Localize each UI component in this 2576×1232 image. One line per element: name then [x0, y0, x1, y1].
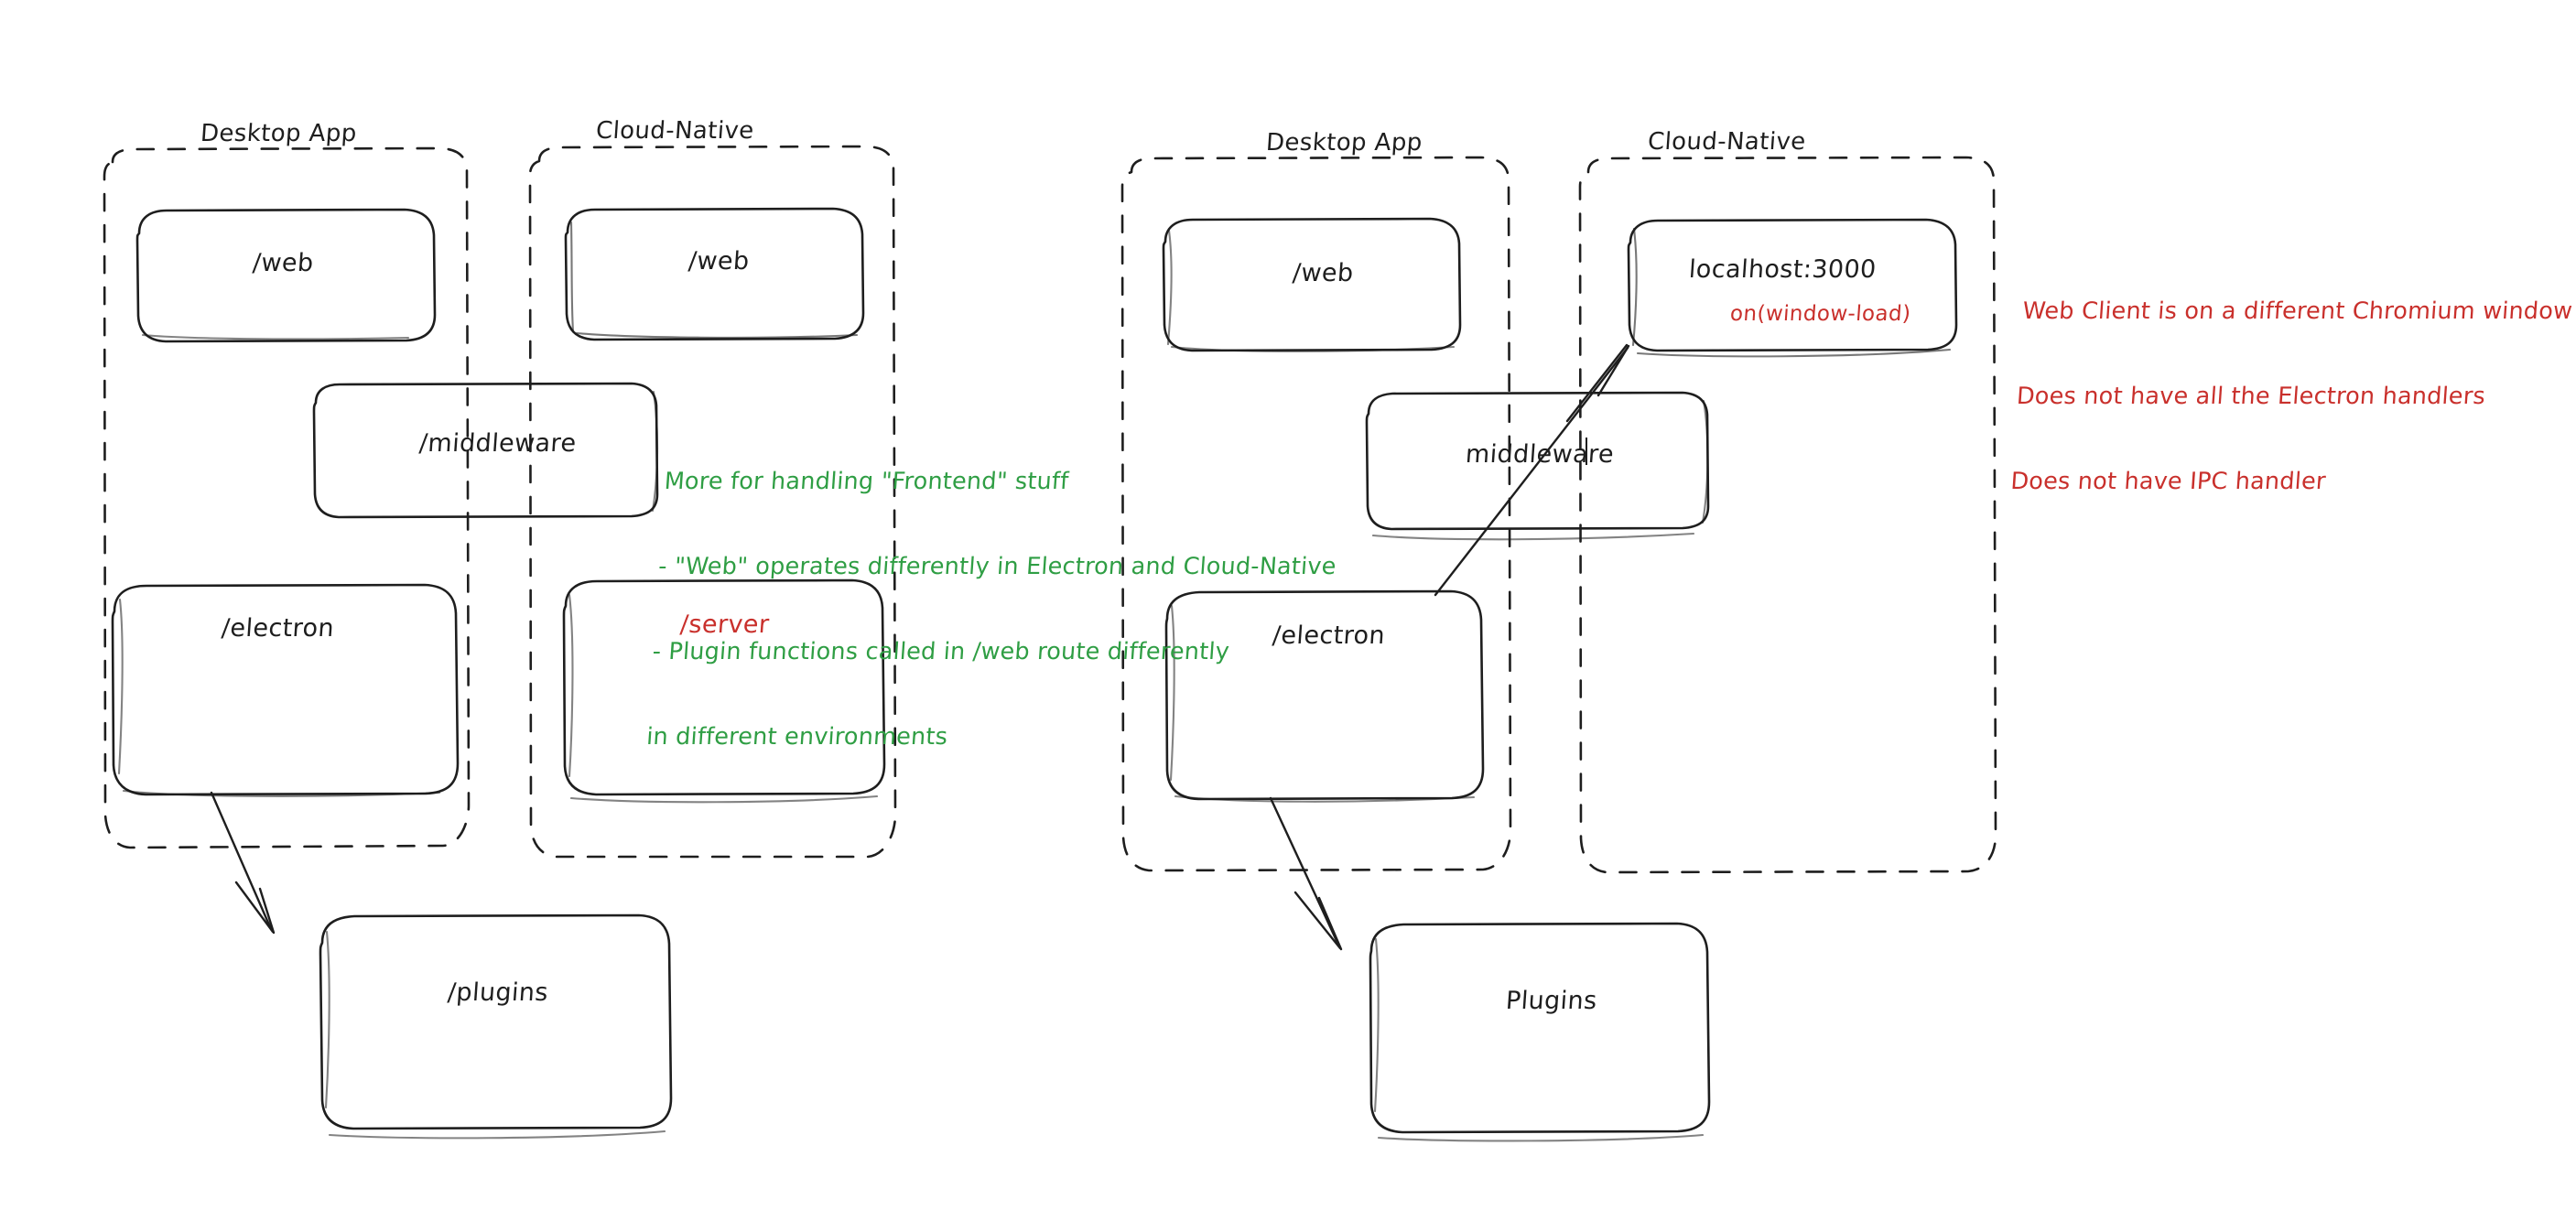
left-middleware-label: /middleware [417, 429, 578, 458]
right-desktop-web-label: /web [1291, 259, 1355, 287]
left-cloud-native-title: Cloud-Native [594, 117, 755, 145]
left-cloud-web-label: /web [687, 247, 751, 276]
left-desktop-web-box [135, 208, 437, 343]
right-desktop-app-frame [1120, 156, 1512, 872]
green-note-line-4: in different environments [645, 723, 949, 751]
right-plugins-box [1369, 922, 1711, 1142]
green-note-line-2: - "Web" operates differently in Electron… [657, 553, 1337, 580]
green-note-line-1: More for handling "Frontend" stuff [663, 468, 1070, 495]
left-cloud-native-frame [528, 145, 897, 859]
right-electron-box [1164, 589, 1485, 803]
right-plugins-label: Plugins [1504, 987, 1598, 1015]
left-plugins-box [319, 913, 673, 1140]
left-desktop-app-title: Desktop App [199, 120, 358, 147]
right-desktop-app-title: Desktop App [1264, 129, 1423, 157]
right-localhost-box [1627, 218, 1958, 358]
red-annotation-note: Web Client is on a different Chromium wi… [2006, 241, 2576, 553]
red-note-line-2: Does not have all the Electron handlers [2015, 383, 2486, 410]
left-plugins-label: /plugins [446, 978, 549, 1007]
right-localhost-label: localhost:3000 [1687, 255, 1878, 284]
red-note-line-1: Web Client is on a different Chromium wi… [2021, 297, 2574, 325]
left-electron-box [111, 583, 460, 797]
left-electron-label: /electron [220, 614, 336, 643]
right-middleware-box [1365, 391, 1710, 541]
right-cloud-native-title: Cloud-Native [1646, 128, 1807, 156]
left-server-box [562, 578, 886, 804]
left-desktop-app-frame [103, 146, 471, 849]
right-cloud-native-frame [1578, 156, 1997, 874]
red-note-line-3: Does not have IPC handler [2009, 468, 2327, 495]
left-middleware-box [312, 382, 659, 519]
right-localhost-sublabel: on(window-load) [1729, 302, 1912, 326]
left-desktop-web-label: /web [251, 249, 315, 277]
right-middleware-label: middleware [1464, 440, 1616, 469]
right-electron-to-localhost-arrow [1434, 343, 1630, 597]
green-note-line-3: - Plugin functions called in /web route … [651, 638, 1230, 665]
text-cursor-caret [1586, 438, 1587, 465]
left-cloud-web-box [564, 207, 865, 341]
right-electron-to-plugins-arrow [1269, 796, 1343, 951]
green-annotation-note: More for handling "Frontend" stuff - "We… [642, 411, 1348, 808]
left-electron-to-plugins-arrow [210, 791, 276, 935]
right-desktop-web-box [1162, 217, 1462, 352]
